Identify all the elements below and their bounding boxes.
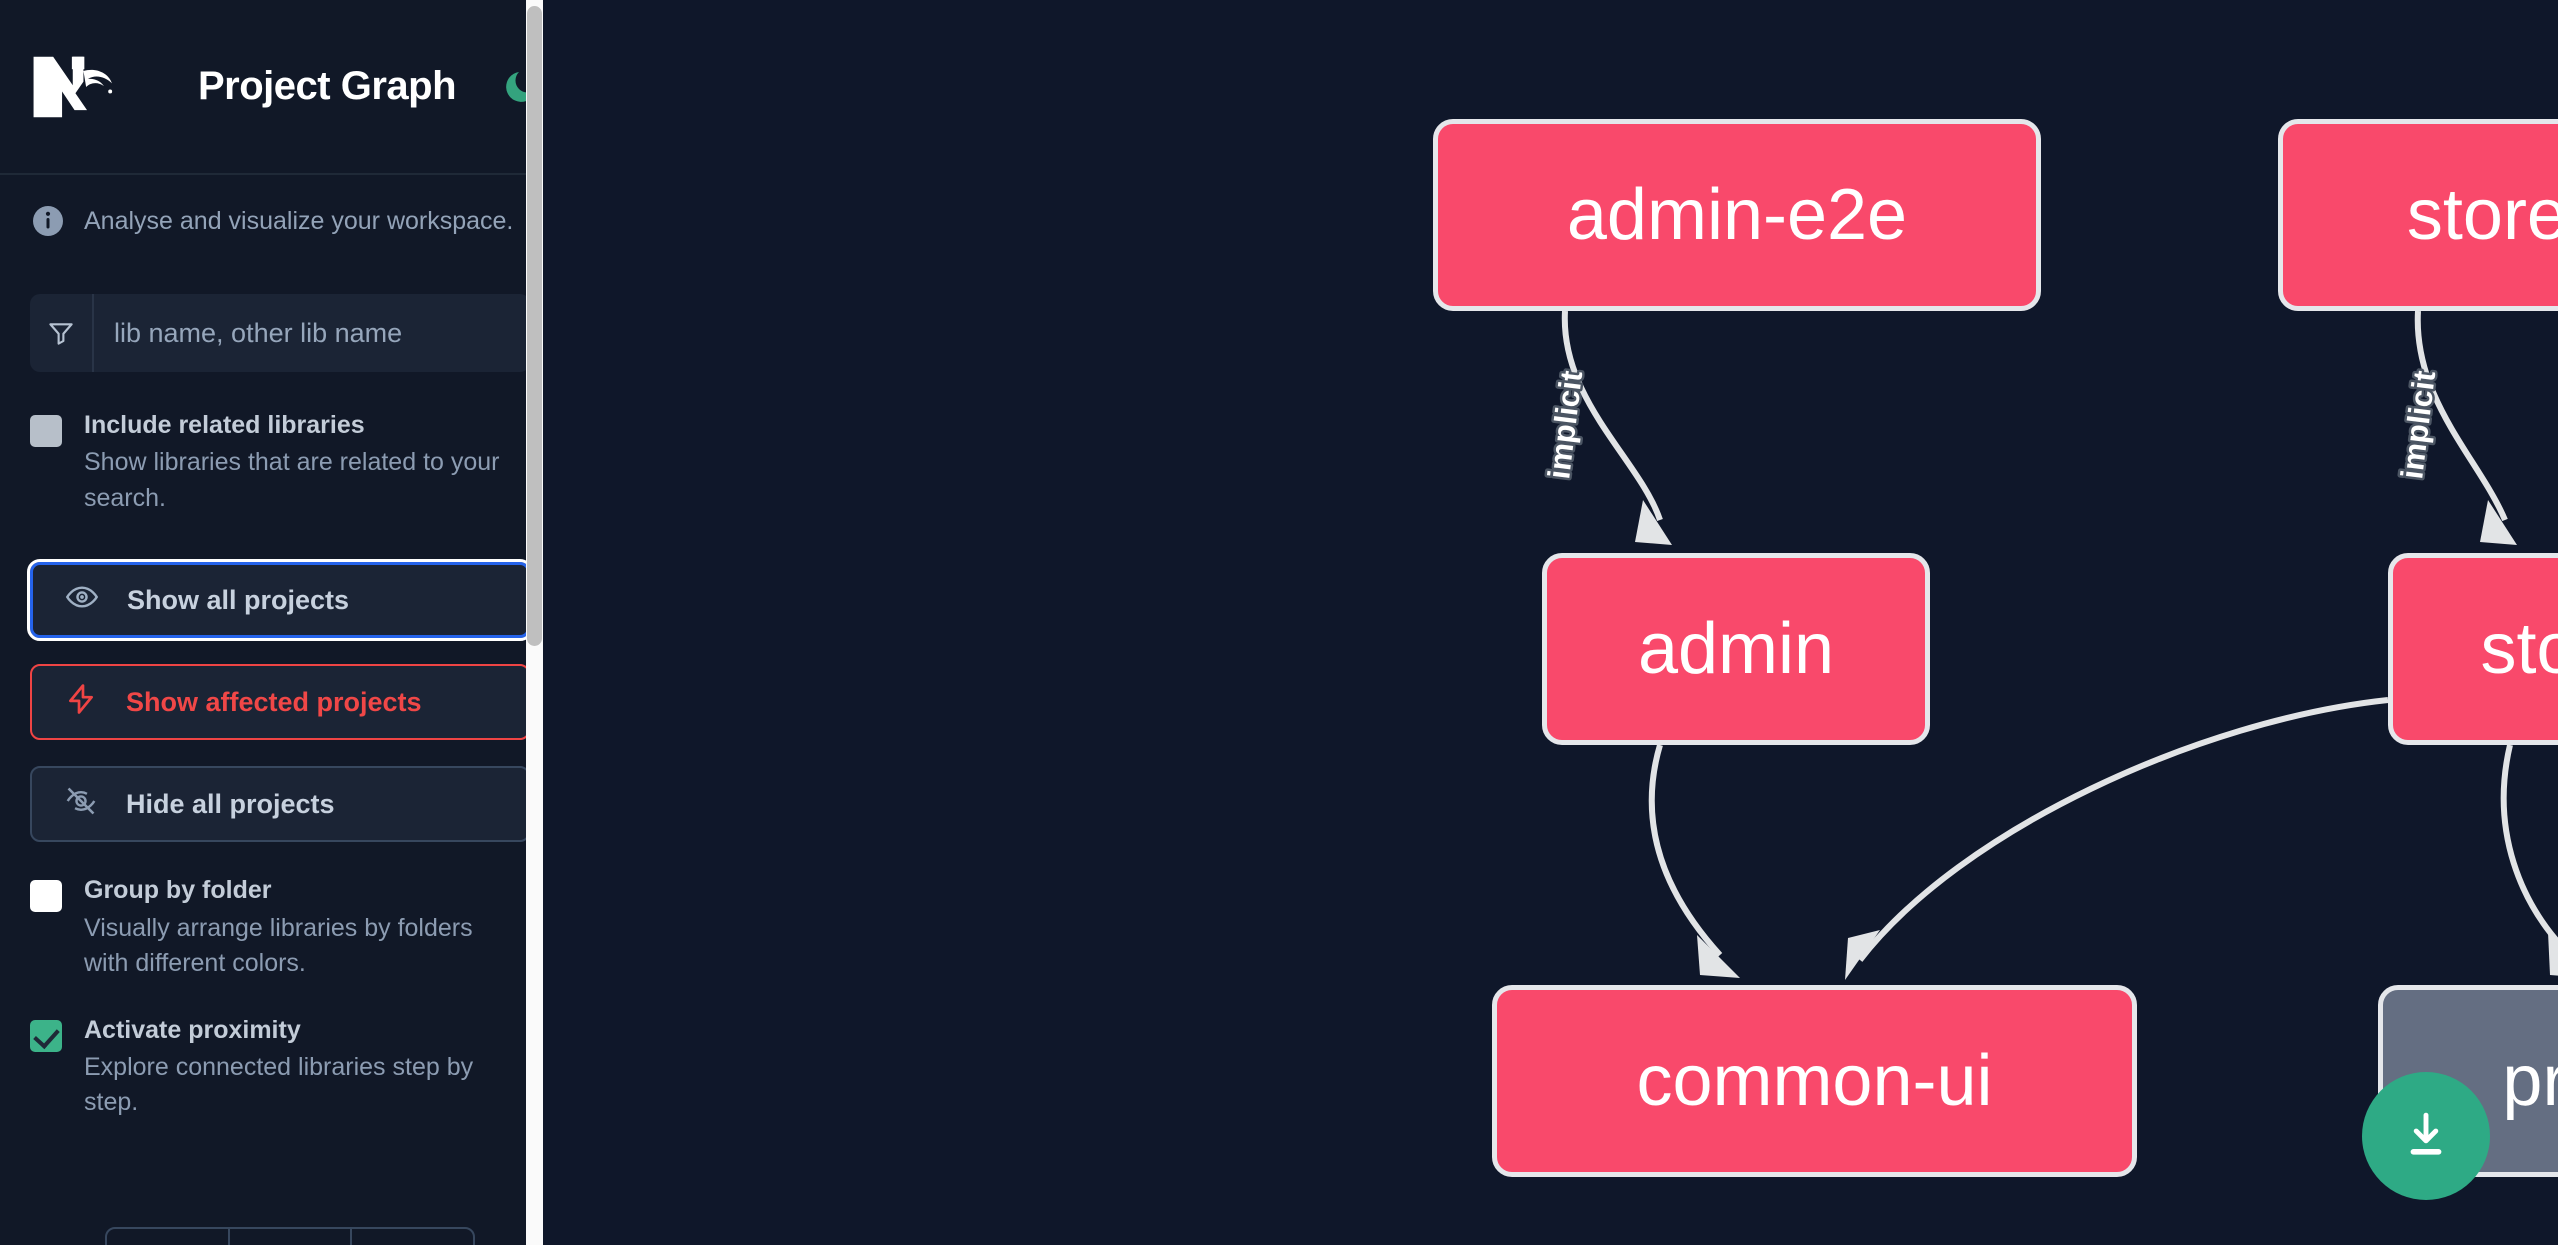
filter-field[interactable] — [30, 294, 530, 372]
edge-label-implicit: implicit — [2394, 369, 2442, 481]
lightning-icon — [64, 682, 98, 723]
filter-funnel-icon — [30, 294, 94, 372]
checkbox-include-related-libraries[interactable] — [30, 415, 62, 447]
proximity-step-button[interactable] — [107, 1229, 230, 1245]
eye-slash-icon — [64, 784, 98, 825]
search-input[interactable] — [94, 294, 530, 372]
download-button[interactable] — [2362, 1072, 2490, 1200]
graph-node-admin[interactable]: admin — [1542, 553, 1930, 745]
sidebar: Project Graph Analyse and visualize your… — [0, 0, 560, 1245]
page-title: Project Graph — [198, 64, 457, 108]
download-icon — [2398, 1107, 2454, 1166]
graph-node-common-ui[interactable]: common-ui — [1492, 985, 2137, 1177]
edge-label-implicit: implicit — [1541, 369, 1589, 481]
node-label: common-ui — [1636, 1041, 1993, 1121]
tagline-text: Analyse and visualize your workspace. — [84, 206, 514, 235]
edge-admin-e2e-admin — [1561, 310, 1663, 521]
node-label: products — [2502, 1041, 2558, 1121]
eye-icon — [65, 580, 99, 621]
show-all-projects-button[interactable]: Show all projects — [27, 559, 533, 642]
option-description: Show libraries that are related to your … — [84, 448, 500, 512]
node-label: admin-e2e — [1566, 175, 1908, 255]
tagline: Analyse and visualize your workspace. — [0, 175, 560, 239]
arrowhead — [1697, 935, 1740, 978]
arrowhead — [2548, 932, 2558, 976]
nx-logo-icon — [30, 51, 128, 123]
show-all-projects-label: Show all projects — [127, 584, 350, 615]
node-label: store — [2480, 609, 2558, 689]
sidebar-header: Project Graph — [0, 0, 560, 175]
option-include-related-libraries[interactable]: Include related libraries Show libraries… — [0, 410, 560, 516]
hide-all-projects-label: Hide all projects — [126, 788, 335, 819]
projects-button-group: Show all projects Show affected projects — [27, 559, 533, 843]
option-group-by-folder[interactable]: Group by folder Visually arrange librari… — [0, 875, 560, 981]
sidebar-scrollbar-thumb[interactable] — [527, 6, 542, 646]
option-description: Visually arrange libraries by folders wi… — [84, 913, 473, 978]
edge-store-products — [2500, 744, 2558, 947]
option-description: Explore connected libraries step by step… — [84, 1052, 474, 1117]
checkbox-activate-proximity[interactable] — [30, 1019, 62, 1052]
hide-all-projects-button[interactable]: Hide all projects — [30, 766, 530, 843]
arrowhead — [1845, 930, 1880, 980]
graph-canvas[interactable]: implicit implicit admin-e2e store-e2e ad… — [560, 0, 2558, 1245]
proximity-step-button[interactable] — [230, 1229, 353, 1245]
graph-node-store[interactable]: store — [2388, 553, 2558, 745]
node-label: admin — [1637, 609, 1835, 689]
option-activate-proximity[interactable]: Activate proximity Explore connected lib… — [0, 1015, 560, 1121]
edge-admin-common-ui — [1648, 744, 1723, 958]
option-title: Activate proximity — [84, 1015, 301, 1044]
checkbox-group-by-folder[interactable] — [30, 880, 62, 913]
arrowhead — [2480, 500, 2517, 545]
show-affected-projects-button[interactable]: Show affected projects — [30, 664, 530, 741]
node-label: store-e2e — [2406, 175, 2558, 255]
option-title: Include related libraries — [84, 411, 365, 439]
edge-store-e2e-store — [2414, 310, 2508, 522]
show-affected-projects-label: Show affected projects — [126, 686, 422, 717]
edge-store-common-ui — [1857, 697, 2389, 962]
info-icon — [30, 203, 66, 239]
option-title: Group by folder — [84, 876, 272, 905]
proximity-step-button-group[interactable] — [105, 1227, 475, 1245]
arrowhead — [1635, 500, 1672, 545]
proximity-step-button[interactable] — [352, 1229, 473, 1245]
graph-node-store-e2e[interactable]: store-e2e — [2278, 119, 2558, 311]
graph-node-admin-e2e[interactable]: admin-e2e — [1433, 119, 2041, 311]
sidebar-edge — [543, 0, 560, 1245]
